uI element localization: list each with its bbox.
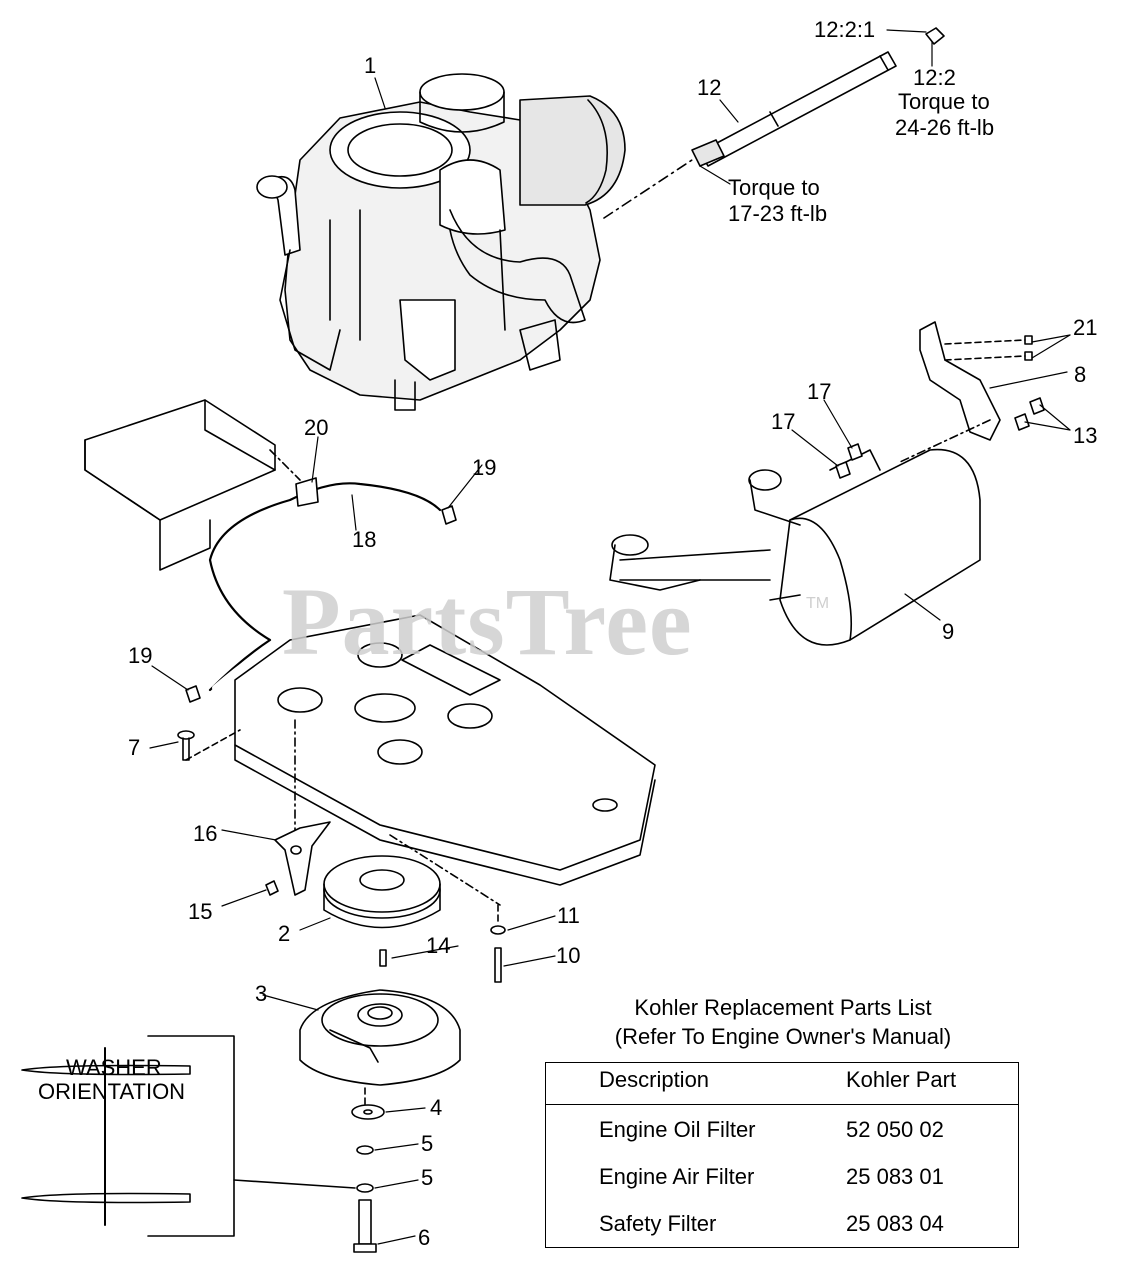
callout-21: 21 — [1073, 315, 1098, 340]
leader-lines — [149, 29, 1071, 1245]
callout-5-lower: 5 — [421, 1165, 434, 1190]
torque-note-a-line1: Torque to — [898, 89, 990, 114]
muffler — [609, 448, 981, 646]
callout-16: 16 — [193, 821, 218, 846]
watermark: PartsTree — [282, 568, 693, 675]
callout-12-2-1: 12:2:1 — [814, 17, 876, 42]
table-header: Description Kohler Part — [546, 1067, 1018, 1097]
callout-9: 9 — [942, 619, 955, 644]
callout-1: 1 — [364, 53, 377, 78]
muffler-bracket — [899, 321, 1045, 463]
row-description: Engine Oil Filter — [599, 1117, 756, 1142]
callout-12-2: 12:2 — [913, 65, 956, 90]
callout-14: 14 — [426, 933, 451, 958]
callout-4: 4 — [430, 1095, 443, 1120]
engine-mount-plate — [234, 614, 656, 906]
torque-note-b-line1: Torque to — [728, 175, 820, 200]
callout-5-upper: 5 — [421, 1131, 434, 1156]
bolt-7 — [177, 729, 241, 761]
row-part-number: 25 083 04 — [846, 1211, 944, 1236]
callout-19-upper: 19 — [472, 455, 497, 480]
callout-2: 2 — [278, 921, 291, 946]
exhaust-pipe — [603, 27, 945, 219]
table-row: Engine Oil Filter 52 050 02 — [546, 1117, 1018, 1147]
electric-clutch — [299, 989, 461, 1086]
callout-7: 7 — [128, 735, 141, 760]
row-description: Engine Air Filter — [599, 1164, 755, 1189]
callout-17-lower: 17 — [771, 409, 796, 434]
callout-17-upper: 17 — [807, 379, 832, 404]
parts-table-title-line2: (Refer To Engine Owner's Manual) — [614, 1024, 952, 1049]
parts-table-title: Kohler Replacement Parts List (Refer To … — [548, 993, 1018, 1051]
row-description: Safety Filter — [599, 1211, 717, 1236]
table-row: Engine Air Filter 25 083 01 — [546, 1164, 1018, 1194]
pulley — [323, 855, 441, 929]
callout-8: 8 — [1074, 362, 1087, 387]
parts-table: Description Kohler Part Engine Oil Filte… — [545, 1062, 1019, 1248]
row-part-number: 52 050 02 — [846, 1117, 944, 1142]
trademark-mark: TM — [806, 595, 830, 612]
row-part-number: 25 083 01 — [846, 1164, 944, 1189]
callout-19-lower: 19 — [128, 643, 153, 668]
callout-6: 6 — [418, 1225, 431, 1250]
engine-assembly — [256, 73, 626, 411]
header-kohler-part: Kohler Part — [846, 1067, 957, 1092]
header-description: Description — [599, 1067, 710, 1092]
callout-3: 3 — [255, 981, 268, 1006]
clutch-bracket — [274, 821, 331, 896]
table-row: Safety Filter 25 083 04 — [546, 1211, 1018, 1241]
washer-orientation-line1: WASHER — [66, 1055, 162, 1080]
callout-18: 18 — [352, 527, 377, 552]
callout-13: 13 — [1073, 423, 1098, 448]
callout-15: 15 — [188, 899, 213, 924]
table-divider — [546, 1104, 1018, 1105]
callout-12: 12 — [697, 75, 722, 100]
torque-note-b-line2: 17-23 ft-lb — [728, 201, 828, 226]
callout-11: 11 — [557, 903, 580, 928]
callout-20: 20 — [304, 415, 329, 440]
torque-note-a-line2: 24-26 ft-lb — [895, 115, 995, 140]
parts-table-title-line1: Kohler Replacement Parts List — [634, 995, 932, 1020]
washer-orientation-figure — [21, 1035, 356, 1237]
heat-shield — [84, 399, 301, 571]
callout-10: 10 — [556, 943, 581, 968]
washer-orientation-line2: ORIENTATION — [38, 1079, 186, 1104]
fuel-hose — [185, 477, 457, 703]
